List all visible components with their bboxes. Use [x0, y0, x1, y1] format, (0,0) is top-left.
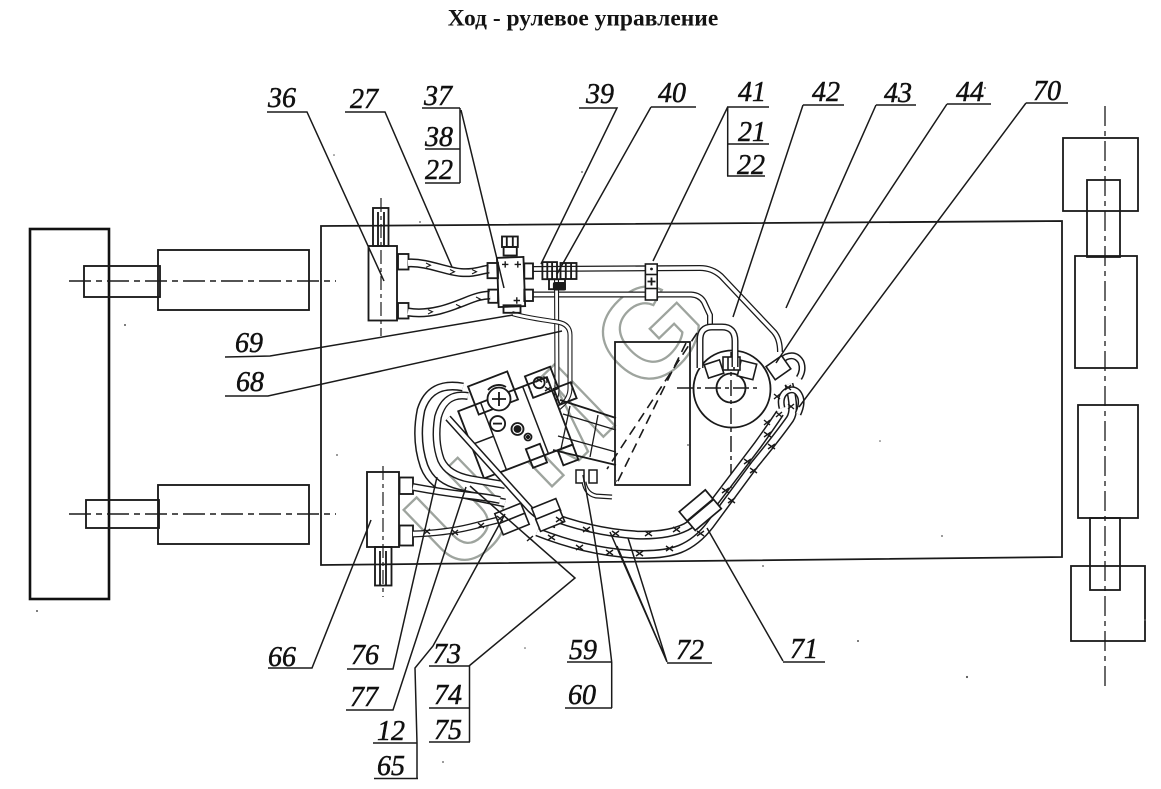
svg-text:38: 38 [424, 122, 453, 153]
svg-text:36: 36 [267, 83, 296, 114]
svg-text:66: 66 [268, 642, 296, 673]
svg-text:21: 21 [738, 117, 766, 148]
svg-text:76: 76 [351, 640, 379, 671]
svg-text:69: 69 [235, 328, 263, 359]
svg-text:37: 37 [423, 81, 453, 112]
svg-text:Ход - рулевое управление: Ход - рулевое управление [448, 6, 719, 32]
svg-text:43: 43 [884, 78, 912, 109]
svg-text:60: 60 [568, 680, 596, 711]
svg-text:72: 72 [676, 635, 704, 666]
svg-text:70: 70 [1033, 76, 1061, 107]
svg-text:59: 59 [569, 635, 597, 666]
svg-text:74: 74 [434, 680, 462, 711]
svg-text:42: 42 [812, 77, 840, 108]
svg-text:41: 41 [738, 77, 766, 108]
svg-text:68: 68 [236, 367, 264, 398]
svg-text:22: 22 [737, 150, 765, 181]
svg-text:39: 39 [585, 79, 614, 110]
svg-text:40: 40 [658, 78, 686, 109]
svg-text:71: 71 [790, 634, 818, 665]
svg-text:12: 12 [377, 716, 405, 747]
svg-text:65: 65 [377, 751, 405, 782]
svg-text:27: 27 [350, 84, 379, 115]
svg-text:75: 75 [434, 715, 462, 746]
svg-text:77: 77 [350, 682, 379, 713]
svg-text:22: 22 [425, 155, 453, 186]
svg-text:44: 44 [956, 77, 984, 108]
svg-text:73: 73 [433, 639, 461, 670]
